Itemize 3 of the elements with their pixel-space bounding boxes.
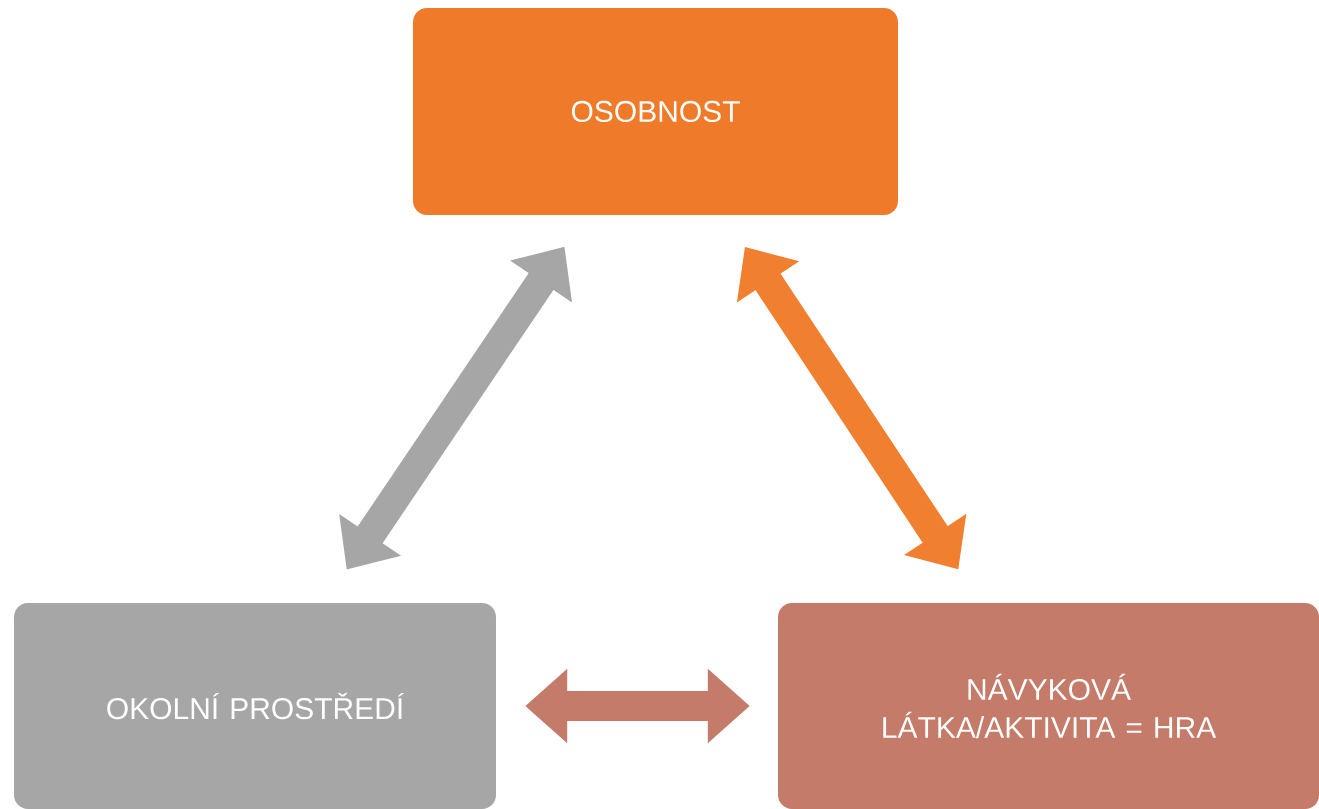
process-box: NÁVYKOVÁ LÁTKA/AKTIVITA = HRA xyxy=(778,603,1319,809)
process-box: OSOBNOST xyxy=(413,8,898,215)
process-box: OKOLNÍ PROSTŘEDÍ xyxy=(14,603,496,809)
